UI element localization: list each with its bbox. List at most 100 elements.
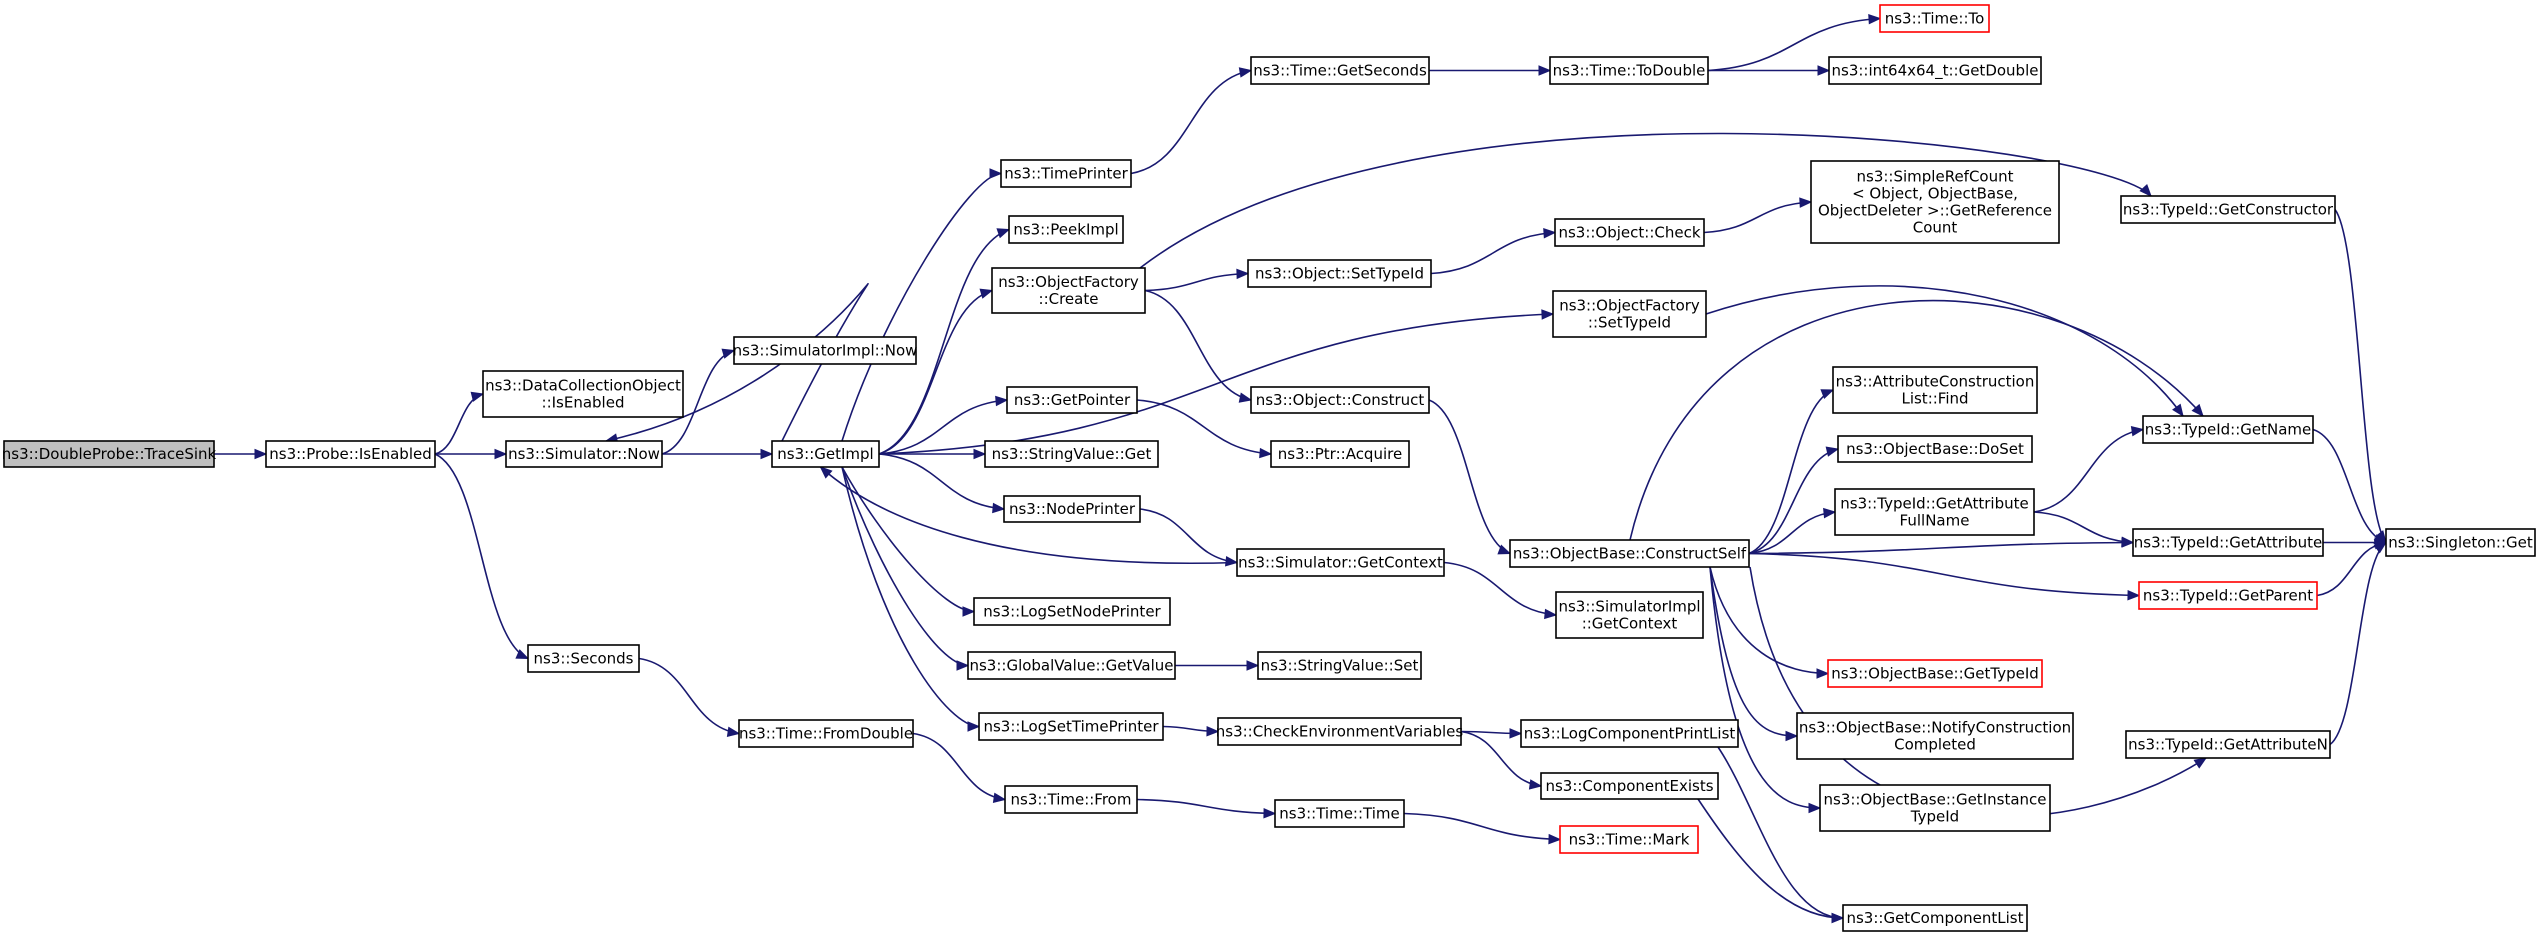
node-label: ns3::TypeId::GetConstructor [2123, 201, 2334, 219]
node-seconds[interactable]: ns3::Seconds [527, 644, 640, 673]
node-box [1552, 290, 1707, 338]
node-box [1827, 659, 2043, 688]
arrowhead-globalValueGetValue-to-stringValueSet [1246, 660, 1260, 671]
node-box [2142, 415, 2314, 444]
node-label: ::IsEnabled [542, 394, 625, 412]
node-label: ns3::StringValue::Get [992, 445, 1152, 463]
node-box [1274, 799, 1405, 828]
node-timeTo[interactable]: ns3::Time::To [1879, 4, 1990, 33]
node-label: ns3::ComponentExists [1545, 777, 1713, 795]
node-label: ObjectDeleter >::GetReference [1818, 202, 2052, 220]
node-typeIdGetConstructor[interactable]: ns3::TypeId::GetConstructor [2120, 195, 2336, 224]
edge-getImpl-to-simNow [605, 283, 869, 442]
edge-getPointer-to-ptrAcquire [1136, 399, 1272, 455]
node-label: ns3::Object::Check [1558, 224, 1700, 242]
node-logSetTimePrinter[interactable]: ns3::LogSetTimePrinter [978, 712, 1164, 741]
node-typeIdGetAttributeN[interactable]: ns3::TypeId::GetAttributeN [2125, 730, 2331, 759]
node-objectConstruct[interactable]: ns3::Object::Construct [1250, 386, 1430, 414]
node-timeToDouble[interactable]: ns3::Time::ToDouble [1549, 56, 1709, 85]
node-objBaseNotifyConstruction[interactable]: ns3::ObjectBase::NotifyConstructionCompl… [1796, 712, 2074, 760]
node-box [1559, 825, 1699, 854]
node-getImpl[interactable]: ns3::GetImpl [771, 440, 880, 468]
node-getPointer[interactable]: ns3::GetPointer [1006, 386, 1138, 414]
arrowhead-timeFrom-to-timeTime [1263, 808, 1277, 819]
node-label: ns3::Probe::IsEnabled [269, 445, 431, 463]
nodes-layer: ns3::DoubleProbe::TraceSink ns3::Probe::I… [2, 4, 2536, 932]
node-objectCheck[interactable]: ns3::Object::Check [1554, 218, 1705, 247]
node-timePrinter[interactable]: ns3::TimePrinter [1000, 159, 1132, 188]
node-typeIdGetAttribute[interactable]: ns3::TypeId::GetAttribute [2132, 528, 2324, 557]
node-objFactorySetTypeId[interactable]: ns3::ObjectFactory::SetTypeId [1552, 290, 1707, 338]
node-checkEnvVars[interactable]: ns3::CheckEnvironmentVariables [1216, 717, 1464, 746]
node-box [984, 440, 1159, 468]
node-peekImpl[interactable]: ns3::PeekImpl [1008, 215, 1124, 244]
node-box [482, 370, 684, 418]
arrowhead-checkEnvVars-to-componentExists [1528, 779, 1543, 790]
node-simGetContext[interactable]: ns3::Simulator::GetContext [1236, 548, 1445, 577]
edge-timePrinter-to-timeGetSeconds [1130, 69, 1252, 175]
edge-timeToDouble-to-timeTo [1707, 17, 1881, 72]
edge-getImpl-to-objFactorySetTypeId [878, 313, 1554, 455]
node-label: ns3::Simulator::Now [508, 445, 660, 463]
node-timeFrom[interactable]: ns3::Time::From [1004, 785, 1138, 814]
node-componentExists[interactable]: ns3::ComponentExists [1540, 772, 1719, 800]
node-typeIdGetParent[interactable]: ns3::TypeId::GetParent [2138, 581, 2318, 610]
node-objFactoryCreate[interactable]: ns3::ObjectFactory::Create [991, 267, 1146, 314]
node-objBaseConstructSelf[interactable]: ns3::ObjectBase::ConstructSelf [1509, 539, 1750, 568]
node-simNow[interactable]: ns3::Simulator::Now [505, 440, 663, 468]
node-timeTime[interactable]: ns3::Time::Time [1274, 799, 1405, 828]
node-box [973, 597, 1171, 626]
node-objBaseGetTypeId[interactable]: ns3::ObjectBase::GetTypeId [1827, 659, 2043, 688]
arrowhead-probeIsEnabled-to-simNow [494, 448, 508, 460]
arrowhead-getPointer-to-ptrAcquire [1259, 447, 1273, 459]
edge-seconds-to-timeFromDouble [638, 657, 740, 735]
node-globalValueGetValue[interactable]: ns3::GlobalValue::GetValue [967, 651, 1176, 680]
edge-componentExists-to-getComponentList [1697, 798, 1844, 919]
node-simpleRefCount[interactable]: ns3::SimpleRefCount< Object, ObjectBase,… [1810, 160, 2060, 244]
node-singletonGet[interactable]: ns3::Singleton::Get [2385, 528, 2536, 557]
node-label: ns3::Time::From [1011, 791, 1132, 809]
node-box [1819, 784, 2051, 832]
node-timeMark[interactable]: ns3::Time::Mark [1559, 825, 1699, 854]
node-getComponentList[interactable]: ns3::GetComponentList [1842, 904, 2028, 932]
node-traceSink[interactable]: ns3::DoubleProbe::TraceSink [2, 440, 217, 468]
arrowhead-seconds-to-timeFromDouble [726, 726, 741, 737]
node-nodePrinter[interactable]: ns3::NodePrinter [1003, 495, 1141, 523]
node-dcoIsEnabled[interactable]: ns3::DataCollectionObject::IsEnabled [482, 370, 684, 418]
node-label: ns3::GetPointer [1014, 391, 1131, 409]
node-label: ns3::Time::ToDouble [1553, 62, 1706, 80]
node-typeIdGetName[interactable]: ns3::TypeId::GetName [2142, 415, 2314, 444]
node-stringValueSet[interactable]: ns3::StringValue::Set [1257, 651, 1422, 680]
node-label: ns3::ObjectBase::GetTypeId [1831, 665, 2039, 683]
node-label: ns3::Singleton::Get [2388, 534, 2533, 552]
node-probeIsEnabled[interactable]: ns3::Probe::IsEnabled [265, 440, 436, 468]
node-objectSetTypeId[interactable]: ns3::Object::SetTypeId [1247, 259, 1432, 288]
node-box [1270, 440, 1410, 468]
node-ptrAcquire[interactable]: ns3::Ptr::Acquire [1270, 440, 1410, 468]
arrowhead-objBaseConstructSelf-to-typeIdGetAttributeN [2193, 757, 2208, 769]
node-int64GetDouble[interactable]: ns3::int64x64_t::GetDouble [1828, 56, 2042, 85]
node-box [1250, 56, 1430, 85]
node-objBaseDoSet[interactable]: ns3::ObjectBase::DoSet [1837, 435, 2033, 463]
node-logComponentPrintList[interactable]: ns3::LogComponentPrintList [1520, 719, 1739, 748]
node-timeFromDouble[interactable]: ns3::Time::FromDouble [738, 719, 914, 748]
edge-simGetContext-to-getImpl [819, 466, 1238, 564]
node-stringValueGet[interactable]: ns3::StringValue::Get [984, 440, 1159, 468]
edge-timeFromDouble-to-timeFrom [912, 732, 1006, 801]
node-label: ns3::Object::SetTypeId [1255, 265, 1424, 283]
node-logSetNodePrinter[interactable]: ns3::LogSetNodePrinter [973, 597, 1171, 626]
node-box [1006, 386, 1138, 414]
arrowhead-getImpl-to-getPointer [995, 395, 1009, 407]
node-simImplNow[interactable]: ns3::SimulatorImpl::Now [733, 336, 918, 365]
edges-layer [213, 13, 2388, 924]
edge-getImpl-to-timePrinter [841, 172, 1002, 442]
node-simImplGetContext[interactable]: ns3::SimulatorImpl::GetContext [1555, 591, 1704, 639]
node-timeGetSeconds[interactable]: ns3::Time::GetSeconds [1250, 56, 1430, 85]
node-box [1247, 259, 1432, 288]
node-label: ns3::Object::Construct [1256, 391, 1425, 409]
arrowhead-typeIdGetAttributeN-to-singletonGet [2373, 541, 2388, 554]
node-box [1796, 712, 2074, 760]
